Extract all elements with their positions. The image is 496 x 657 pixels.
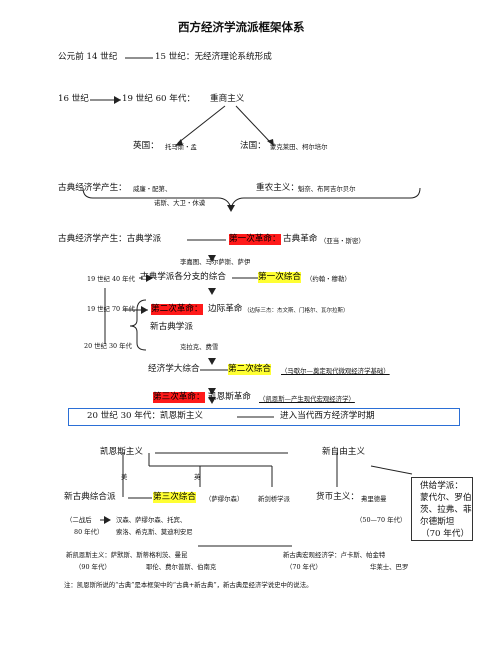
page-title: 西方经济学流派框架体系 [178, 20, 305, 34]
keynes-era-box [68, 408, 460, 426]
first-revolution-label: 第一次革命： [229, 234, 281, 245]
grand-synthesis-label: 经济学大综合 [148, 364, 200, 374]
samuelson-note: （萨缪尔森） [205, 495, 244, 503]
classical-origin-names-1: 威廉・配第、 [133, 185, 172, 193]
postwar-era-1: （二战后 [66, 516, 92, 524]
neoliberalism-branch-label: 新自由主义 [322, 447, 365, 457]
new-classical-names: 华莱士、巴罗 [370, 563, 409, 571]
ricardo-names: 李嘉图、马尔萨斯、萨伊 [180, 258, 251, 266]
supply-side-title: 供给学派： [420, 481, 463, 491]
era-16c: 16 世纪 [58, 94, 89, 104]
era-19c-40s: 19 世纪 40 年代 [87, 275, 135, 283]
supply-side-era: （70 年代） [421, 529, 470, 539]
mill-note: （约翰・穆勒） [306, 275, 351, 283]
first-synthesis-label: 第一次综合 [258, 272, 301, 283]
new-keynesian-names: 耶伦、费尔普斯、伯南克 [146, 563, 217, 571]
classical-origin-names-2: 诺斯、大卫・休谟 [154, 199, 206, 207]
france-label: 法国： [240, 141, 266, 151]
mercantilism-label: 重商主义 [210, 94, 245, 104]
clark-fisher-names: 克拉克、费雪 [180, 343, 219, 351]
new-cambridge-label: 新剑桥学派 [258, 495, 290, 503]
new-keynesian-label: 新凯恩斯主义：萨默斯、斯蒂格利茨、曼昆 [66, 551, 188, 559]
physiocrats-label: 重农主义： [256, 183, 299, 193]
era-19c-70s: 19 世纪 70 年代 [87, 305, 135, 313]
uk-label: 英 [194, 473, 201, 481]
britain-label: 英国： [133, 141, 159, 151]
contemporary-era-label: 进入当代西方经济学时期 [280, 411, 375, 421]
france-names: 蒙克莱田、柯尔培尔 [270, 143, 328, 151]
neoclassical-school-label: 新古典学派 [150, 322, 193, 332]
physiocrats-names: 魁奈、布阿吉尔贝尔 [298, 185, 356, 193]
marginal-trio-note: （边际三杰：杰文斯、门格尔、瓦尔拉斯） [244, 308, 349, 314]
supply-side-box [411, 477, 473, 541]
neoclassical-synthesis-names-2: 索洛、希克斯、莫迪利安尼 [116, 528, 193, 536]
keynes-note: （凯恩斯—产生现代宏观经济学） [259, 395, 355, 403]
neoclassical-synthesis-names-1: 汉森、萨缪尔森、托宾、 [116, 516, 187, 524]
era-19c-60s: 19 世纪 60 年代： [122, 94, 196, 104]
classical-revolution-label: 古典革命 [283, 234, 318, 244]
classical-origin-label: 古典经济学产生： [58, 183, 127, 193]
keynesian-revolution-label: 凯恩斯革命 [208, 392, 251, 402]
new-classical-macro-label: 新古典宏观经济学：卢卡斯、帕金特 [283, 551, 386, 559]
postwar-era-2: 80 年代） [74, 528, 104, 536]
classical-synthesis-label: 古典学派各分支的综合 [140, 272, 226, 282]
marginal-revolution-label: 边际革命 [208, 304, 243, 314]
supply-side-names-1: 蒙代尔、罗伯 [420, 493, 472, 503]
britain-names: 托马斯・孟 [165, 143, 197, 151]
neoclassical-synthesis-label: 新古典综合派 [64, 492, 116, 502]
era-20c-30s: 20 世纪 30 年代 [84, 342, 132, 350]
us-label: 美 [121, 473, 128, 481]
second-revolution-label: 第二次革命： [151, 304, 203, 315]
era-15c-no-theory: 15 世纪：无经济理论系统形成 [155, 52, 272, 62]
monetarism-era: （50—70 年代） [356, 516, 407, 524]
monetarism-label: 货币主义： [316, 492, 359, 502]
friedman-name: 弗里德曼 [361, 495, 387, 503]
supply-side-names-3: 尔德斯坦 [420, 517, 455, 527]
third-synthesis-label: 第三次综合 [153, 492, 196, 503]
footnote: 注：凯恩斯所说的“古典”是本框架中的“古典+新古典”，新古典是经济学说史中的说法… [64, 581, 313, 589]
new-keynesian-era: （90 年代） [75, 563, 111, 571]
classical-school-label: 古典经济学产生：古典学派 [58, 234, 162, 244]
second-synthesis-label: 第二次综合 [228, 364, 271, 375]
supply-side-names-2: 茨、拉弗、菲 [420, 505, 472, 515]
new-classical-era: （70 年代） [286, 563, 322, 571]
third-revolution-label: 第三次革命： [153, 392, 205, 403]
keynesianism-branch-label: 凯恩斯主义 [100, 447, 143, 457]
era-bc-14c: 公元前 14 世纪 [58, 52, 118, 62]
keynesianism-era-label: 20 世纪 30 年代：凯恩斯主义 [87, 411, 204, 421]
marshall-note: （马歇尔—奠定现代微观经济学基础） [281, 367, 390, 375]
adam-smith-note: （亚当・斯密） [320, 237, 365, 245]
